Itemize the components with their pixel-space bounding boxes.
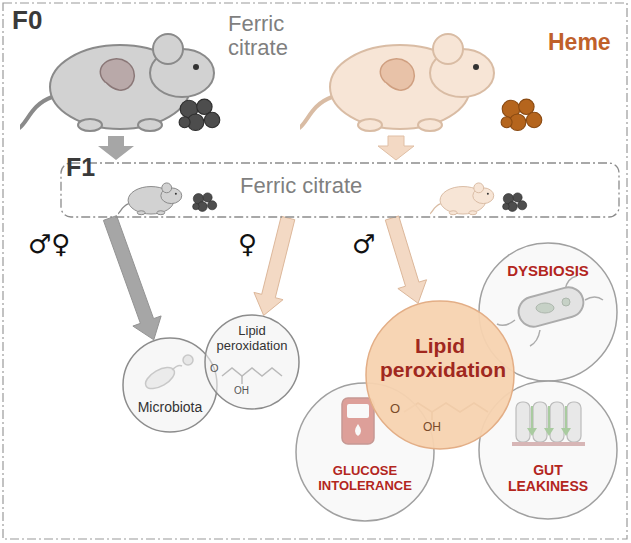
sex-symbol: ♂♀ (28, 230, 70, 259)
heme-pellets (501, 99, 542, 130)
mouse-heme (298, 34, 494, 131)
diet-label: Ferric citrate (228, 12, 298, 60)
outcome-label: GLUCOSE INTOLERANCE (315, 464, 415, 494)
generation-band: F1Ferric citrate (60, 162, 620, 218)
block-arrow (103, 216, 161, 340)
sex-symbol: ♂ (352, 230, 375, 259)
ferric-pellets (193, 193, 217, 212)
ferric-pellets (179, 99, 220, 130)
outcome-label: Lipid peroxidation (380, 334, 500, 382)
atom-label: OH (423, 421, 441, 434)
outer-frame (3, 3, 627, 539)
arrow-body (254, 216, 295, 315)
outcome-circle: Microbiota (122, 337, 218, 433)
block-arrow (385, 216, 426, 303)
arrow-body (103, 216, 161, 340)
generation-label: F1 (66, 153, 116, 182)
generation-label: F0 (12, 6, 42, 35)
sex-symbol: ♀ (238, 230, 257, 259)
atom-label: OH (234, 385, 249, 396)
outcome-label: Microbiota (130, 399, 210, 415)
circle-outline (122, 337, 218, 433)
block-arrow (254, 216, 295, 315)
generation-arrow (98, 136, 134, 160)
diet-label: Heme (548, 30, 611, 55)
atom-label: O (390, 402, 400, 416)
outcome-label: GUT LEAKINESS (500, 462, 596, 494)
arrow-body (385, 216, 426, 303)
fetus (380, 59, 414, 90)
pup-heme (430, 183, 494, 215)
generation-arrow (378, 136, 414, 160)
ferric-pellets (503, 193, 527, 212)
outcome-label: DYSBIOSIS (500, 262, 596, 279)
outcome-label: Lipid peroxidation (210, 324, 294, 354)
fetus (100, 59, 134, 90)
atom-label: O (210, 362, 219, 374)
pup-ferric (118, 183, 182, 215)
diet-label: Ferric citrate (240, 173, 410, 198)
